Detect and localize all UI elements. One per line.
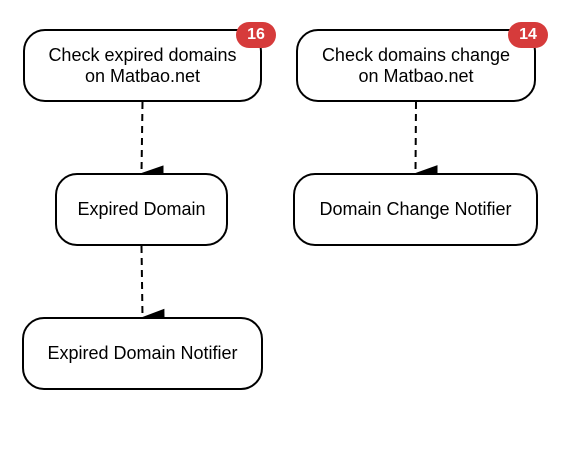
edge-arrow-1 xyxy=(140,101,164,182)
count-badge: 14 xyxy=(508,22,548,48)
node-expired-domain-notifier[interactable]: Expired Domain Notifier xyxy=(22,317,263,390)
count-badge: 16 xyxy=(236,22,276,48)
node-label: Expired Domain xyxy=(77,199,206,219)
node-label: Check expired domains on Matbao.net xyxy=(48,44,237,86)
edge-arrow-3 xyxy=(414,101,438,182)
node-label: Check domains change on Matbao.net xyxy=(321,44,511,86)
node-expired-domain[interactable]: Expired Domain xyxy=(55,173,228,246)
node-domain-change-notifier[interactable]: Domain Change Notifier xyxy=(293,173,538,246)
node-label: Expired Domain Notifier xyxy=(47,343,238,363)
node-label: Domain Change Notifier xyxy=(319,199,512,219)
node-check-domains-change[interactable]: Check domains change on Matbao.net xyxy=(296,29,536,102)
edge-arrow-2 xyxy=(140,245,165,325)
node-check-expired-domains[interactable]: Check expired domains on Matbao.net xyxy=(23,29,262,102)
